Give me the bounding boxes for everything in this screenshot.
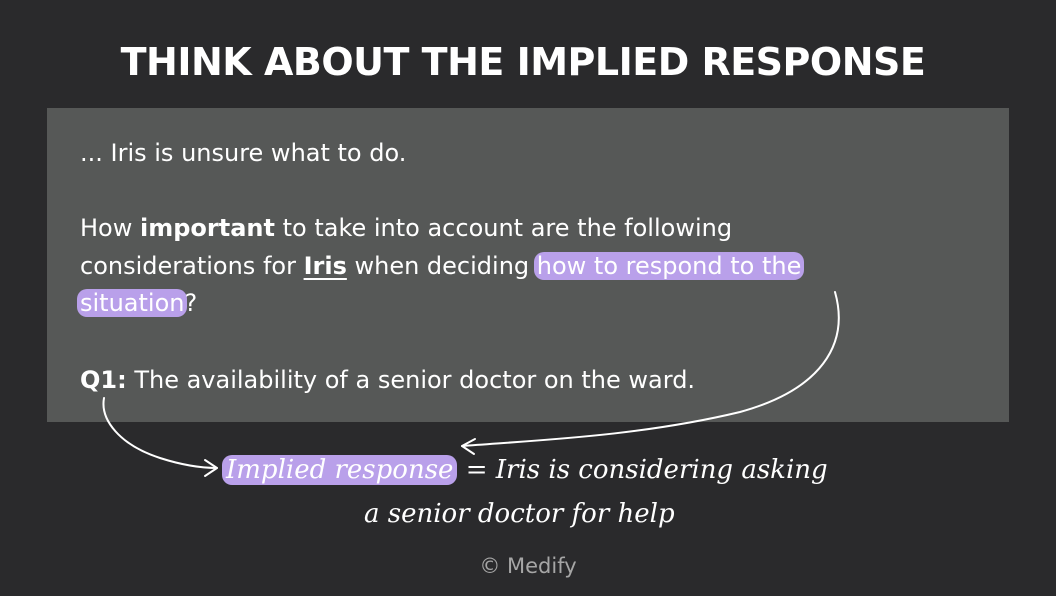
stem-mid: when deciding <box>346 252 537 280</box>
scenario-text: ... Iris is unsure what to do. <box>80 139 407 167</box>
stem-suffix: to take into account are the following <box>274 214 733 242</box>
emphasis-important: important <box>140 214 275 242</box>
arrow-from-q1 <box>102 397 218 469</box>
emphasis-iris: Iris <box>303 252 347 280</box>
question-item: Q1: The availability of a senior doctor … <box>80 363 695 397</box>
copyright: © Medify <box>479 554 577 578</box>
question-text: The availability of a senior doctor on t… <box>126 366 696 394</box>
question-stem-line-2: considerations for Iris when deciding ho… <box>80 249 805 283</box>
question-label: Q1: <box>80 366 127 394</box>
implied-response-text: = Iris is considering asking <box>457 455 828 485</box>
stem-prefix-2: considerations for <box>80 252 304 280</box>
question-mark: ? <box>184 289 198 317</box>
arrowhead-q1 <box>204 459 218 477</box>
implied-response-highlight: Implied response <box>222 455 458 485</box>
arrowhead-highlight <box>461 438 476 455</box>
stem-prefix: How <box>80 214 140 242</box>
implied-response-line-1: Implied response = Iris is considering a… <box>222 450 828 490</box>
question-card <box>47 108 1009 422</box>
arrow-from-highlight <box>461 291 840 447</box>
question-stem-line-1: How important to take into account are t… <box>80 211 732 245</box>
page-title: THINK ABOUT THE IMPLIED RESPONSE <box>120 40 926 84</box>
implied-response-line-2: a senior doctor for help <box>364 499 675 529</box>
question-stem-line-3: situation? <box>77 286 198 320</box>
highlight-respond: how to respond to the <box>533 252 805 280</box>
highlight-situation: situation <box>77 289 188 317</box>
